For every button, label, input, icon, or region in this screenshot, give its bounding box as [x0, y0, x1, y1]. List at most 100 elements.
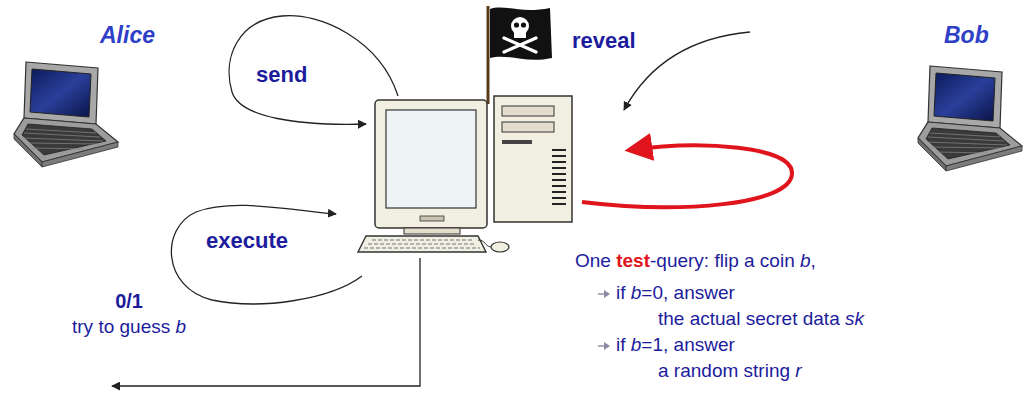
text-run: secret: [746, 308, 798, 329]
action-label: execute: [206, 228, 288, 253]
text-run: [840, 308, 845, 329]
computer: [552, 191, 566, 193]
text-run: -: [650, 250, 656, 271]
text-run: string: [744, 360, 790, 381]
execute-loop: [171, 205, 362, 303]
text-run: to: [98, 316, 114, 337]
computer: [420, 216, 444, 221]
text-run: [170, 316, 175, 337]
computer: [494, 96, 572, 222]
computer: [552, 203, 566, 205]
text-run: a: [744, 250, 755, 271]
text-run: b: [631, 282, 642, 303]
text-run: random: [674, 360, 738, 381]
text-run: execute: [206, 228, 288, 253]
bullet-arrow: [604, 290, 610, 298]
text-run: data: [803, 308, 840, 329]
pirate-flag: [490, 8, 552, 60]
computer: [552, 179, 566, 181]
computer: [478, 240, 491, 247]
person-name: Alice: [100, 22, 155, 48]
text-run: Bob: [944, 22, 989, 48]
computer: [358, 96, 572, 252]
action-label: reveal: [572, 28, 636, 53]
text-run: [93, 316, 98, 337]
computer: [375, 100, 487, 228]
text-run: [790, 360, 795, 381]
text-run: send: [256, 62, 307, 87]
bullet-arrow: [598, 290, 610, 350]
text-run: [755, 250, 760, 271]
computer: [552, 185, 566, 187]
text-run: flip: [714, 250, 738, 271]
text-run: 1: [652, 334, 663, 355]
text-run: ,: [663, 282, 668, 303]
text-run: a: [658, 360, 669, 381]
text-run: [668, 334, 673, 355]
computer: [358, 236, 486, 252]
text-run: if: [616, 334, 626, 355]
pirate-flag: [521, 22, 526, 27]
text-run: reveal: [572, 28, 636, 53]
text-run: query:: [656, 250, 709, 271]
text-run: the: [658, 308, 684, 329]
bullet-text: if b=0, answer: [616, 282, 735, 304]
text-run: =: [641, 282, 652, 303]
text-run: =: [641, 334, 652, 355]
pirate-flag: [514, 32, 526, 38]
text-run: [626, 282, 631, 303]
output-label: 0/1: [115, 290, 143, 313]
send-loop: [229, 16, 398, 125]
text-run: ,: [811, 250, 816, 271]
text-run: [740, 308, 745, 329]
person-name: Bob: [944, 22, 989, 48]
text-run: actual: [690, 308, 741, 329]
computer: [386, 110, 476, 208]
reveal-arc: [624, 32, 750, 110]
computer: [552, 197, 566, 199]
text-run: [611, 250, 616, 271]
text-run: [684, 308, 689, 329]
pirate-flag: [488, 6, 552, 104]
pirate-flag: [487, 6, 490, 104]
test-query-curve: [582, 145, 792, 207]
computer: [502, 122, 554, 132]
computer: [552, 155, 566, 157]
text-run: coin: [760, 250, 795, 271]
pirate-flag: [514, 22, 519, 27]
text-run: guess: [120, 316, 171, 337]
computer: [552, 149, 566, 151]
computer: [502, 106, 554, 116]
text-run: if: [616, 282, 626, 303]
pirate-flag: [504, 38, 536, 52]
text-run: 0: [652, 282, 663, 303]
text-run: [739, 250, 744, 271]
alice-laptop: [14, 62, 118, 167]
text-run: One: [575, 250, 611, 271]
text-run: [114, 316, 119, 337]
text-run: b: [176, 316, 187, 337]
text-run: b: [631, 334, 642, 355]
guess-line: [112, 258, 420, 386]
computer: [552, 173, 566, 175]
text-run: r: [795, 360, 801, 381]
action-label: send: [256, 62, 307, 87]
bullet-text: a random string r: [658, 360, 802, 382]
text-run: [795, 250, 800, 271]
computer: [404, 228, 460, 234]
text-run: b: [800, 250, 811, 271]
computer: [502, 140, 532, 144]
text-run: [709, 250, 714, 271]
computer: [364, 240, 480, 248]
computer: [552, 161, 566, 163]
guess-text: try to guess b: [72, 316, 186, 338]
text-run: [626, 334, 631, 355]
text-run: [669, 360, 674, 381]
text-run: answer: [674, 334, 735, 355]
text-run: [668, 282, 673, 303]
text-run: test: [616, 250, 650, 271]
computer: [491, 242, 509, 252]
bullet-arrow: [604, 342, 610, 350]
